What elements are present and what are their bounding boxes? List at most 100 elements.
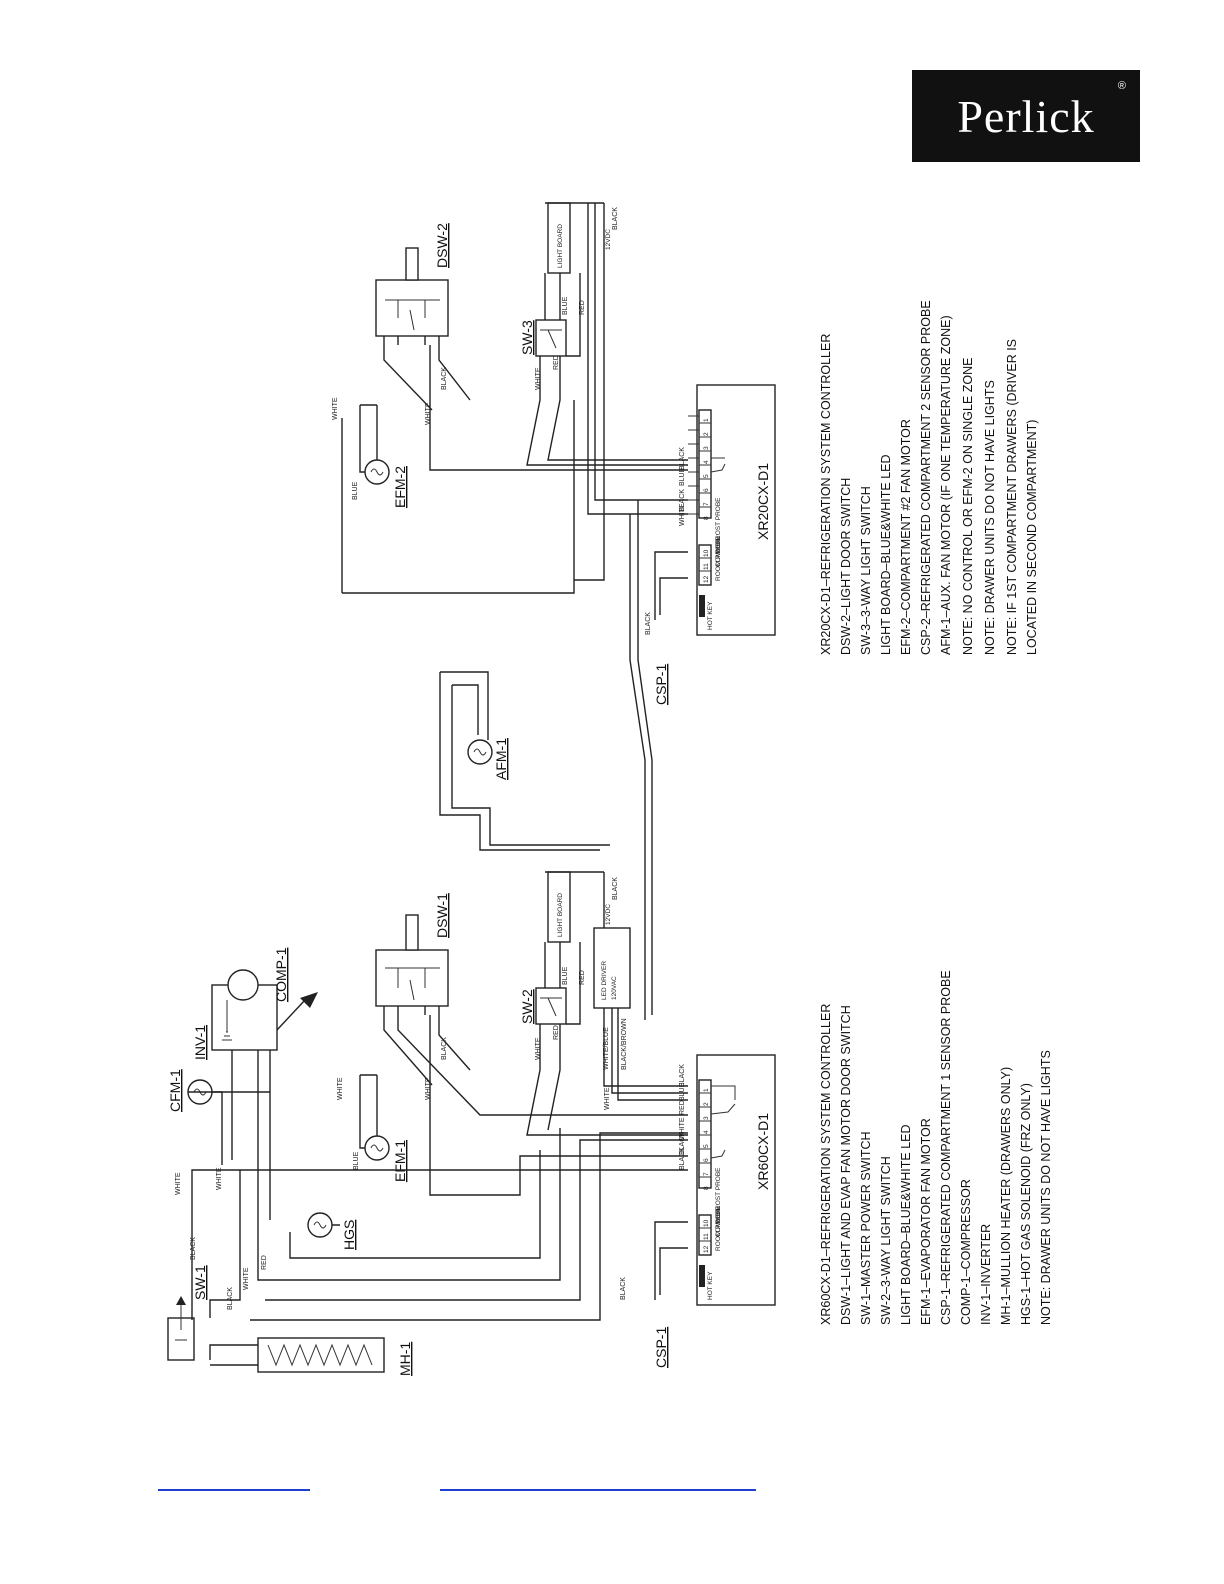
comp1-label: COMP-1: [273, 947, 289, 1002]
sw2-leads: [526, 942, 688, 1136]
inv1-label: INV-1: [192, 1025, 208, 1060]
legend-right-line-5: CSP-2–REFRIGERATED COMPARTMENT 2 SENSOR …: [919, 300, 933, 655]
left-wire-red-1: RED: [261, 1255, 268, 1270]
xr20-t6: 6: [703, 488, 710, 492]
note-right-1: NOTE: DRAWER UNITS DO NOT HAVE LIGHTS: [983, 380, 997, 655]
csp1-probe-leads: [654, 1221, 688, 1300]
sw2-switch: [535, 987, 567, 1025]
left-wire-red-4: RED: [679, 1100, 686, 1115]
mh1-label: MH-1: [397, 1342, 413, 1376]
dsw1-switch-body: [375, 949, 449, 1007]
left-wire-black-brown: BLACK/BROWN: [621, 1018, 628, 1070]
footer-link-2[interactable]: [440, 1489, 756, 1491]
xr60-t6: 6: [703, 1158, 710, 1162]
left-wire-white-3: WHITE: [243, 1267, 250, 1290]
left-wire-white-8: WHITE: [679, 1117, 686, 1140]
left-wire-white-blue: WHITE/BLUE: [603, 1027, 610, 1070]
left-wire-white-6: WHITE: [535, 1037, 542, 1060]
xr20-terminals: [688, 409, 726, 519]
mh1-heater-coil: [267, 1343, 373, 1367]
right-wire-blue-2: BLUE: [562, 296, 569, 315]
right-wire-white-4: WHITE: [679, 503, 686, 526]
xr20cx-controller-box: [696, 384, 776, 636]
csp-right-label: CSP-1: [653, 664, 669, 705]
left-wire-white-7: WHITE: [604, 1087, 611, 1110]
legend-right-line-6: AFM-1–AUX. FAN MOTOR (IF ONE TEMPERATURE…: [939, 315, 953, 655]
afm1-leads: [439, 671, 610, 851]
left-circuit: 1 2 3 4 5 6 7 8 10 11 12 DEFROST PROBE C…: [167, 871, 776, 1376]
footer-link-1[interactable]: [158, 1489, 310, 1491]
right-wire-red-1: RED: [553, 355, 560, 370]
left-wire-red-2: RED: [553, 1025, 560, 1040]
legend-right-line-1: DSW-2–LIGHT DOOR SWITCH: [839, 478, 853, 655]
legend-left: XR60CX-D1–REFRIGERATION SYSTEM CONTROLLE…: [819, 970, 1053, 1325]
note-right-3: LOCATED IN SECOND COMPARTMENT): [1025, 420, 1039, 655]
csp1-left-label: CSP-1: [653, 1327, 669, 1368]
xr20-hot-key: HOT KEY: [707, 601, 714, 630]
compressor-leads: [188, 1050, 688, 1321]
hgs-label: HGS: [341, 1220, 357, 1250]
perlick-logo: Perlick ®: [912, 70, 1140, 162]
legend-left-line-5: EFM-1–EVAPORATOR FAN MOTOR: [919, 1118, 933, 1325]
xr20-t11: 11: [703, 563, 710, 570]
right-12vdc: 12VDC: [605, 229, 612, 250]
xr20-t12: 12: [703, 575, 710, 583]
afm1-group: AFM-1: [439, 671, 610, 851]
xr60-common: COMMON: [715, 1206, 722, 1237]
right-supply-leads: [587, 203, 688, 515]
light-board-2-label: LIGHT BOARD: [557, 224, 564, 268]
xr20-t1: 1: [703, 418, 710, 422]
led-driver-label: LED DRIVER: [601, 961, 608, 1000]
xr20-hot-key-port: [699, 595, 705, 617]
inv1-arrow-head: [300, 992, 318, 1008]
right-circuit: 1 2 3 4 5 6 7 8 10 11 12 DEFROST PROBE C…: [332, 202, 776, 1020]
legend-right-line-3: LIGHT BOARD–BLUE&WHITE LED: [879, 454, 893, 655]
legend-left-line-8: INV-1–INVERTER: [979, 1224, 993, 1325]
light-board-1-label: LIGHT BOARD: [557, 893, 564, 937]
xr60-defrost-probe: DEFROST PROBE: [715, 1167, 722, 1223]
left-wire-white-2: WHITE: [216, 1167, 223, 1190]
legend-right-line-2: SW-3–3-WAY LIGHT SWITCH: [859, 486, 873, 655]
efm1-label: EFM-1: [392, 1140, 408, 1182]
legend-left-line-1: DSW-1–LIGHT AND EVAP FAN MOTOR DOOR SWIT…: [839, 1005, 853, 1325]
right-wire-white-3: WHITE: [535, 367, 542, 390]
right-wire-white-2: WHITE: [425, 402, 432, 425]
left-wire-red-3: RED: [579, 970, 586, 985]
sw3-switch: [535, 319, 567, 357]
xr60-t10: 10: [703, 1219, 710, 1227]
xr20-t8: 8: [703, 516, 710, 520]
xr60-probe-terminals: [698, 1214, 712, 1256]
left-wire-black-6: BLACK: [679, 1132, 686, 1155]
dsw1-leads: [383, 1015, 688, 1116]
xr20-t3: 3: [703, 446, 710, 450]
legend-right-line-4: EFM-2–COMPARTMENT #2 FAN MOTOR: [899, 419, 913, 655]
xr20-t10: 10: [703, 549, 710, 557]
left-wire-black-3: BLACK: [441, 1037, 448, 1060]
xr60-t11: 11: [703, 1233, 710, 1240]
led-driver: [593, 927, 631, 1009]
right-wire-blue-3: BLUE: [679, 467, 686, 486]
xr20-common: COMMON: [715, 536, 722, 567]
led-driver-leads: [545, 871, 688, 1101]
power-leads: [191, 1169, 688, 1366]
right-wire-black-2: BLACK: [612, 207, 619, 230]
right-wire-black-4: BLACK: [679, 489, 686, 512]
legend-left-line-6: CSP-1–REFRIGERATED COMPARTMENT 1 SENSOR …: [939, 970, 953, 1325]
left-wire-black-7: BLACK: [679, 1147, 686, 1170]
xr60-t8: 8: [703, 1186, 710, 1190]
xr60-t3: 3: [703, 1116, 710, 1120]
light-board-2-leads: [544, 273, 581, 357]
left-12vdc: 12VDC: [605, 904, 612, 925]
legend-left-line-2: SW-1–MASTER POWER SWITCH: [859, 1131, 873, 1325]
left-wire-white-1: WHITE: [175, 1172, 182, 1195]
logo-reg-mark: ®: [1117, 80, 1126, 92]
dsw2-label: DSW-2: [434, 223, 450, 268]
xr60-t1: 1: [703, 1088, 710, 1092]
left-wire-black-1: BLACK: [190, 1237, 197, 1260]
legend-left-line-3: SW-2–3-WAY LIGHT SWITCH: [879, 1156, 893, 1325]
xr60-controller-label: XR60CX-D1: [755, 1113, 771, 1190]
csp-right-cable: [629, 500, 653, 1020]
efm2-label: EFM-2: [392, 466, 408, 508]
cfm1-label: CFM-1: [167, 1069, 183, 1112]
